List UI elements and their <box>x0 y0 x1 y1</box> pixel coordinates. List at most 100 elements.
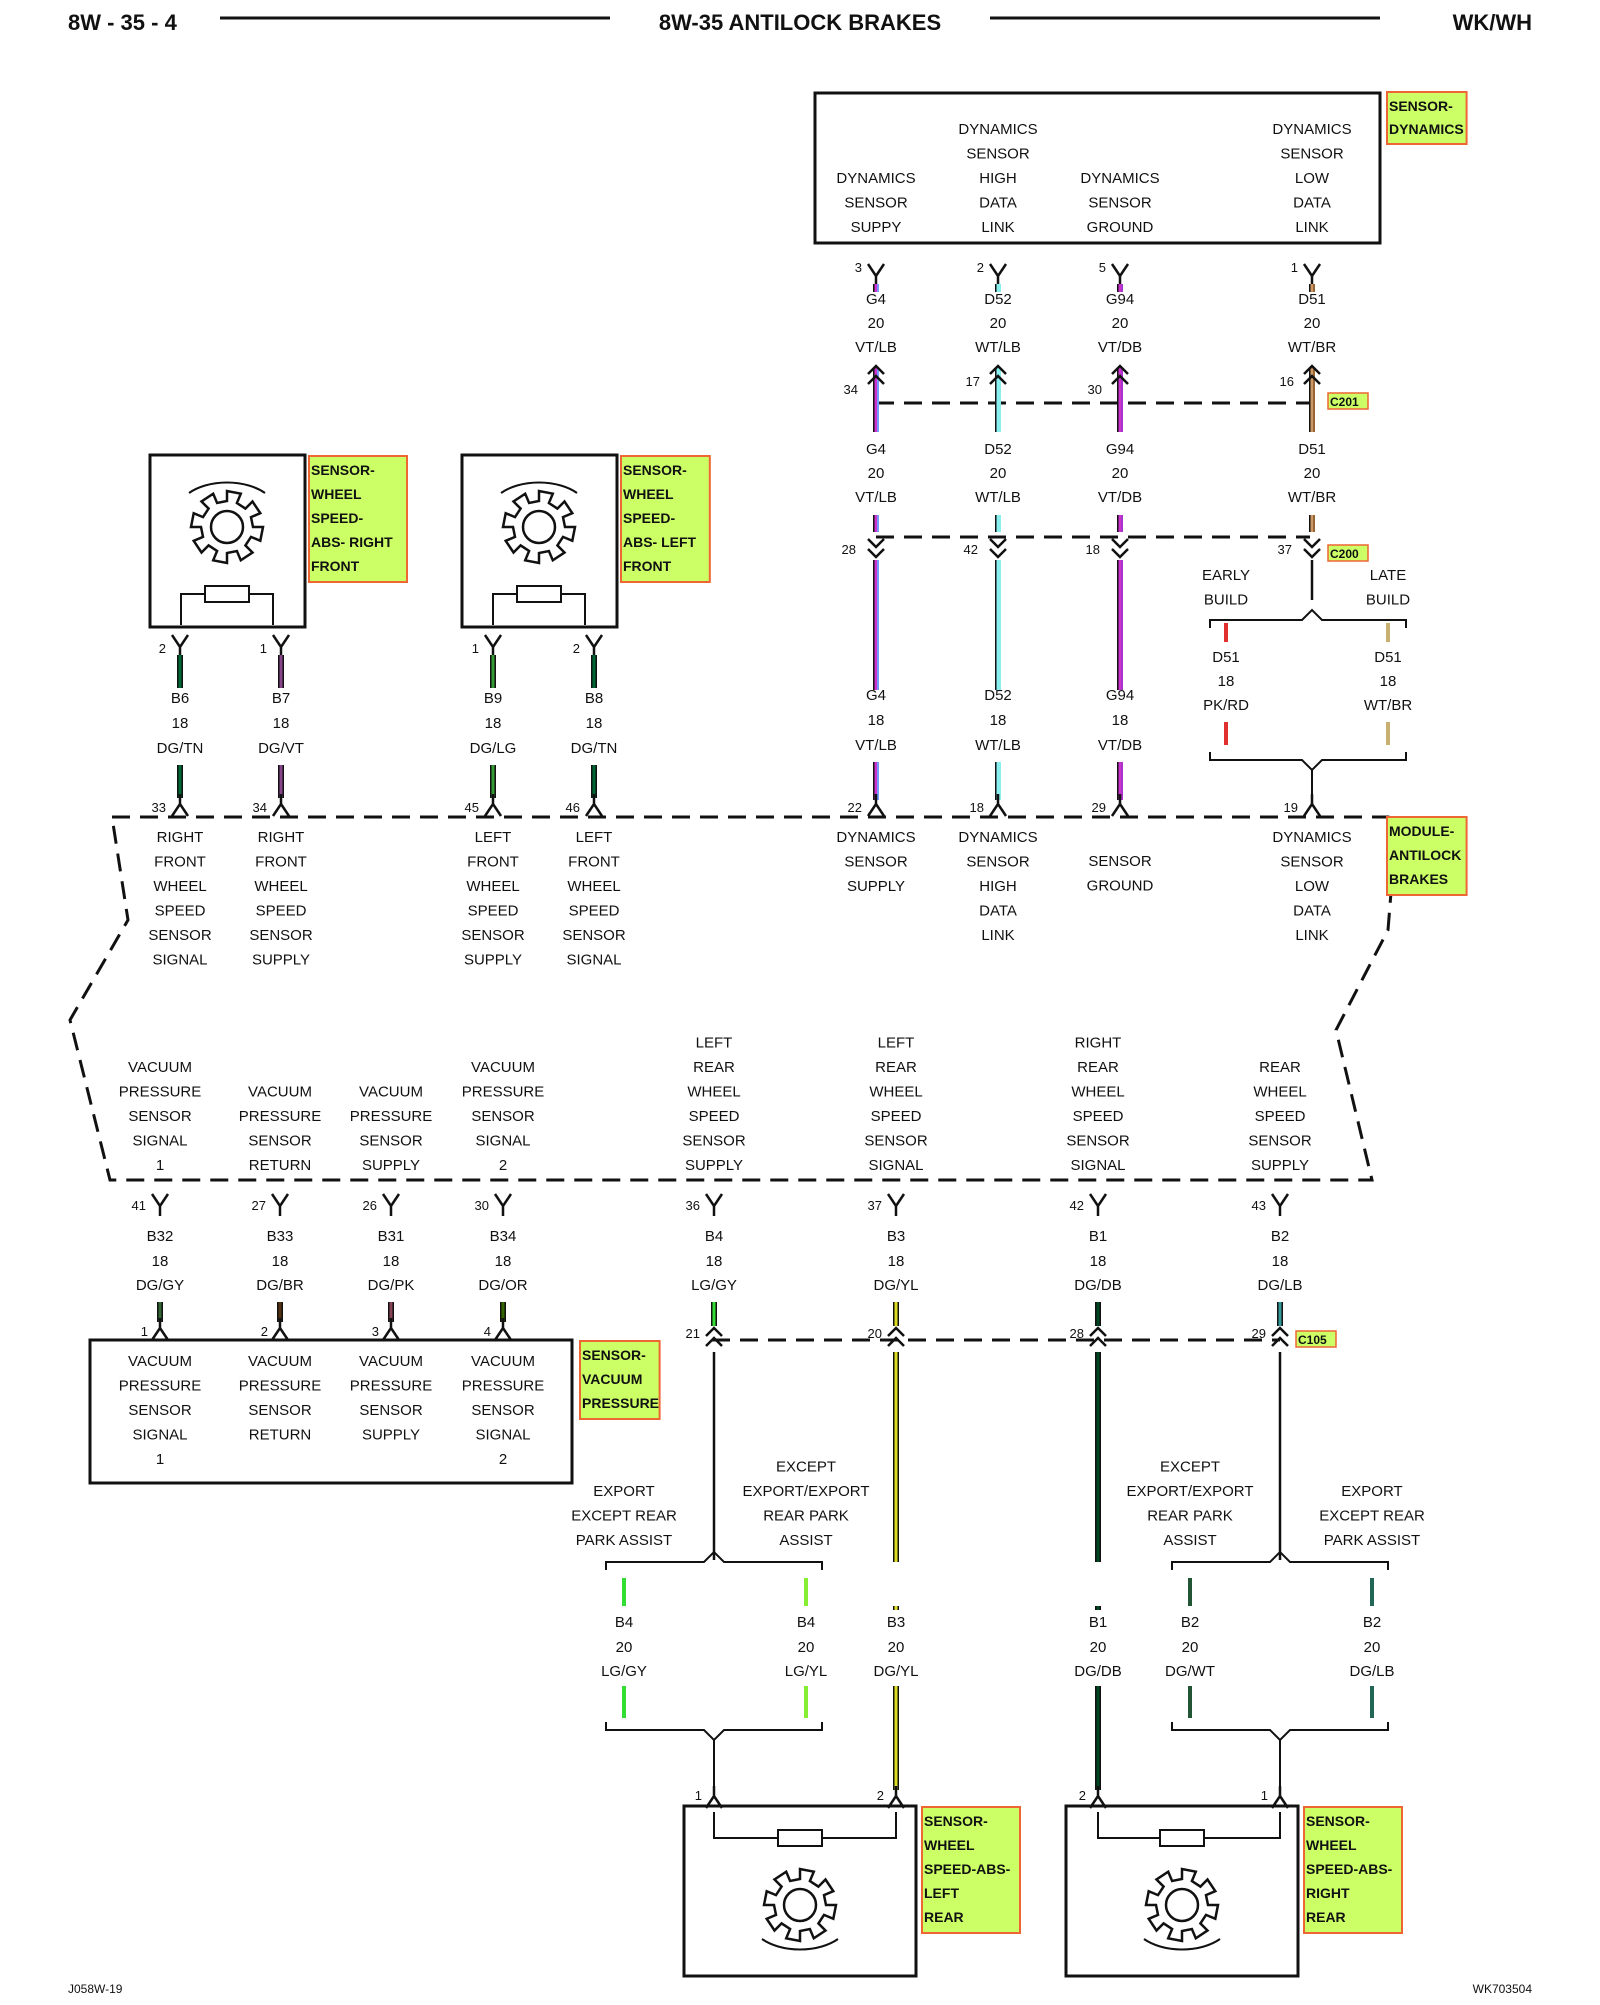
gear-hub-icon <box>521 509 557 545</box>
wheel-lr-sensor-label: SENSOR- <box>924 1813 988 1829</box>
model-code: WK/WH <box>1453 10 1532 35</box>
wire-color: WT/LB <box>975 489 1021 506</box>
wire-color: LG/GY <box>691 1277 737 1294</box>
c200-pin <box>1111 538 1129 559</box>
wire-gauge: 20 <box>1182 1639 1199 1656</box>
wire-color: DG/LG <box>470 740 517 757</box>
circuit-id: B8 <box>585 690 603 707</box>
module-pin-function: LEFT <box>475 829 512 846</box>
module-pin-number: 36 <box>686 1198 700 1213</box>
wheel-rr-arc <box>1143 1938 1221 1951</box>
module-pin-function: SENSOR <box>148 927 212 944</box>
module-pin <box>1270 1193 1290 1216</box>
c105-pin <box>1271 1326 1289 1347</box>
option-label: REAR PARK <box>763 1508 849 1525</box>
module-pin-function: VACUUM <box>248 1084 312 1101</box>
pin-number: 2 <box>1079 1788 1086 1803</box>
gear-icon <box>501 489 577 565</box>
module-pin-function: VACUUM <box>359 1084 423 1101</box>
wheel-sensor-pin <box>584 634 604 657</box>
vacuum-sensor-pin-function: PRESSURE <box>119 1378 202 1395</box>
rear-right-bracket-bottom <box>1171 1722 1389 1790</box>
wire-color: DG/BR <box>256 1277 304 1294</box>
c105-pin <box>1089 1326 1107 1347</box>
wheel-lf-sensor-tag <box>620 455 711 583</box>
module-pin-function: DATA <box>1293 903 1331 920</box>
c201-pin-number: 17 <box>966 374 980 389</box>
resistor-icon <box>516 585 562 603</box>
circuit-id: G4 <box>866 291 886 308</box>
circuit-id: B1 <box>1089 1614 1107 1631</box>
wire-color: DG/GY <box>136 1277 184 1294</box>
wheel-rr-sensor-label: SPEED-ABS- <box>1306 1861 1393 1877</box>
wire-color: VT/DB <box>1098 339 1142 356</box>
module-pin-function: SPEED <box>1073 1108 1124 1125</box>
circuit-id: B4 <box>615 1614 633 1631</box>
module-pin-function: SENSOR <box>471 1108 535 1125</box>
module-pin-function: SENSOR <box>1088 853 1152 870</box>
module-pin-function: DYNAMICS <box>1272 829 1351 846</box>
gear-icon <box>189 489 265 565</box>
module-pin-function: WHEEL <box>1253 1084 1306 1101</box>
module-pin-function: FRONT <box>255 854 307 871</box>
early-build-label: EARLY <box>1202 567 1250 584</box>
wheel-lf-arc <box>500 481 578 494</box>
circuit-id: B33 <box>267 1228 294 1245</box>
late-build-label: BUILD <box>1366 592 1410 609</box>
wire-gauge: 18 <box>272 1253 289 1270</box>
module-pin <box>886 1193 906 1216</box>
wire-color: VT/LB <box>855 339 897 356</box>
module-pin-function: WHEEL <box>869 1084 922 1101</box>
option-label: REAR PARK <box>1147 1508 1233 1525</box>
wheel-lr-sensor-tag <box>921 1806 1021 1934</box>
circuit-id: B4 <box>797 1614 815 1631</box>
module-pin-number: 34 <box>253 800 267 815</box>
wire-color: WT/BR <box>1364 697 1412 714</box>
module-pin-function: SPEED <box>468 903 519 920</box>
vacuum-sensor-pin-function: SENSOR <box>128 1402 192 1419</box>
wire-color: WT/BR <box>1288 489 1336 506</box>
rear-sensor-pin <box>704 1786 724 1809</box>
wheel-rr-sensor-label: SENSOR- <box>1306 1813 1370 1829</box>
circuit-id: B34 <box>490 1228 517 1245</box>
wheel-lf-sensor-label: SENSOR- <box>623 462 687 478</box>
wire-color: DG/TN <box>571 740 618 757</box>
wire-gauge: 18 <box>383 1253 400 1270</box>
module-pin-function: VACUUM <box>128 1059 192 1076</box>
option-label: EXCEPT <box>1160 1459 1220 1476</box>
option-label: ASSIST <box>779 1532 832 1549</box>
gear-hub-icon <box>209 509 245 545</box>
module-pin-function: SPEED <box>689 1108 740 1125</box>
module-pin-function: LOW <box>1295 878 1330 895</box>
dynamics-sensor-pin <box>866 263 886 286</box>
module-pin-function: SPEED <box>155 903 206 920</box>
wheel-rr-sensor-box <box>1064 1804 1300 1978</box>
module-pin-function: PRESSURE <box>239 1108 322 1125</box>
dynamics-pin-function: SENSOR <box>966 146 1030 163</box>
c105-pin-number: 29 <box>1252 1326 1266 1341</box>
c200-pin-number: 18 <box>1086 542 1100 557</box>
wire-color: WT/LB <box>975 737 1021 754</box>
pin-number: 3 <box>855 260 862 275</box>
wire-color: VT/DB <box>1098 489 1142 506</box>
pin-number: 5 <box>1099 260 1106 275</box>
c201-connector-label: C201 <box>1330 395 1359 409</box>
wire-color: DG/LB <box>1349 1663 1394 1680</box>
wire-gauge: 20 <box>1090 1639 1107 1656</box>
wire-color: DG/TN <box>157 740 204 757</box>
wire-gauge: 20 <box>1112 315 1129 332</box>
dynamics-pin-function: SENSOR <box>844 195 908 212</box>
wheel-lr-sensor-label: SPEED-ABS- <box>924 1861 1011 1877</box>
wheel-rf-sensor-label: FRONT <box>311 558 360 574</box>
dynamics-pin-function: SENSOR <box>1088 195 1152 212</box>
c200-pin-number: 28 <box>842 542 856 557</box>
module-pin-function: SPEED <box>1255 1108 1306 1125</box>
option-label: PARK ASSIST <box>576 1532 672 1549</box>
c105-pin-number: 20 <box>868 1326 882 1341</box>
module-pin-function: WHEEL <box>1071 1084 1124 1101</box>
resistor-icon <box>1159 1829 1205 1847</box>
wheel-lf-sensor-label: FRONT <box>623 558 672 574</box>
option-label: ASSIST <box>1163 1532 1216 1549</box>
module-pin-function: SENSOR <box>682 1133 746 1150</box>
